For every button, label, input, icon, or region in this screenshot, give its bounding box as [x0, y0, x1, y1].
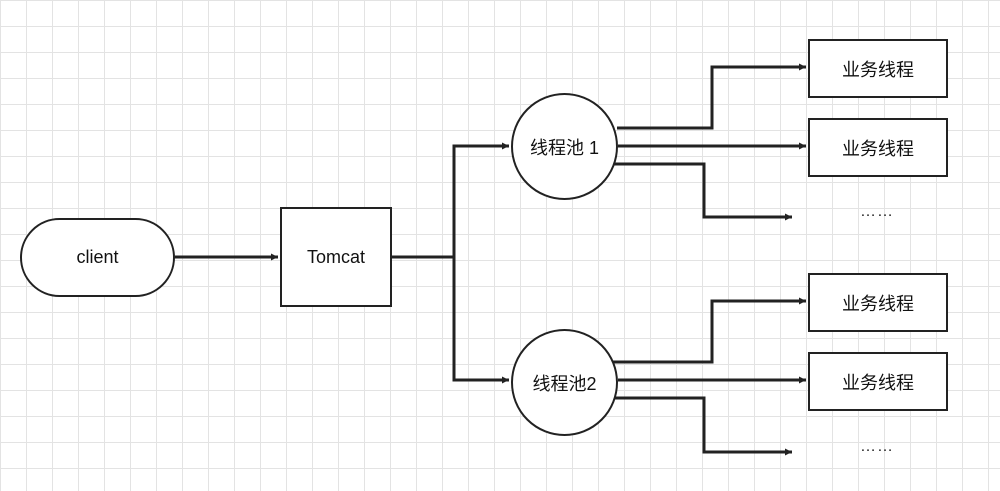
business-thread-node: 业务线程 [808, 352, 948, 411]
edge-tomcat-pool1 [452, 142, 509, 257]
tomcat-node: Tomcat [280, 207, 392, 307]
edge-pool1-thread1 [617, 63, 806, 130]
client-node: client [20, 218, 175, 297]
more-threads-ellipsis: …… [860, 438, 894, 455]
business-thread-label: 业务线程 [842, 59, 914, 80]
business-thread-label: 业务线程 [842, 293, 914, 314]
thread-pool-2-node: 线程池2 [511, 329, 618, 436]
edge-pool2-thread1 [612, 297, 806, 364]
client-label: client [76, 247, 119, 267]
thread-pool-2-label: 线程池2 [532, 373, 597, 394]
edge-pool1-more [612, 162, 792, 221]
edge-tomcat-pool2 [452, 257, 509, 384]
tomcat-label: Tomcat [306, 246, 366, 267]
business-thread-node: 业务线程 [808, 273, 948, 332]
thread-pool-1-node: 线程池 1 [511, 93, 618, 200]
edge-pool2-more [614, 396, 792, 456]
business-thread-node: 业务线程 [808, 118, 948, 177]
business-thread-label: 业务线程 [842, 138, 914, 159]
business-thread-label: 业务线程 [842, 372, 914, 393]
more-threads-ellipsis: …… [860, 203, 894, 220]
thread-pool-1-label: 线程池 1 [529, 137, 599, 158]
business-thread-node: 业务线程 [808, 39, 948, 98]
